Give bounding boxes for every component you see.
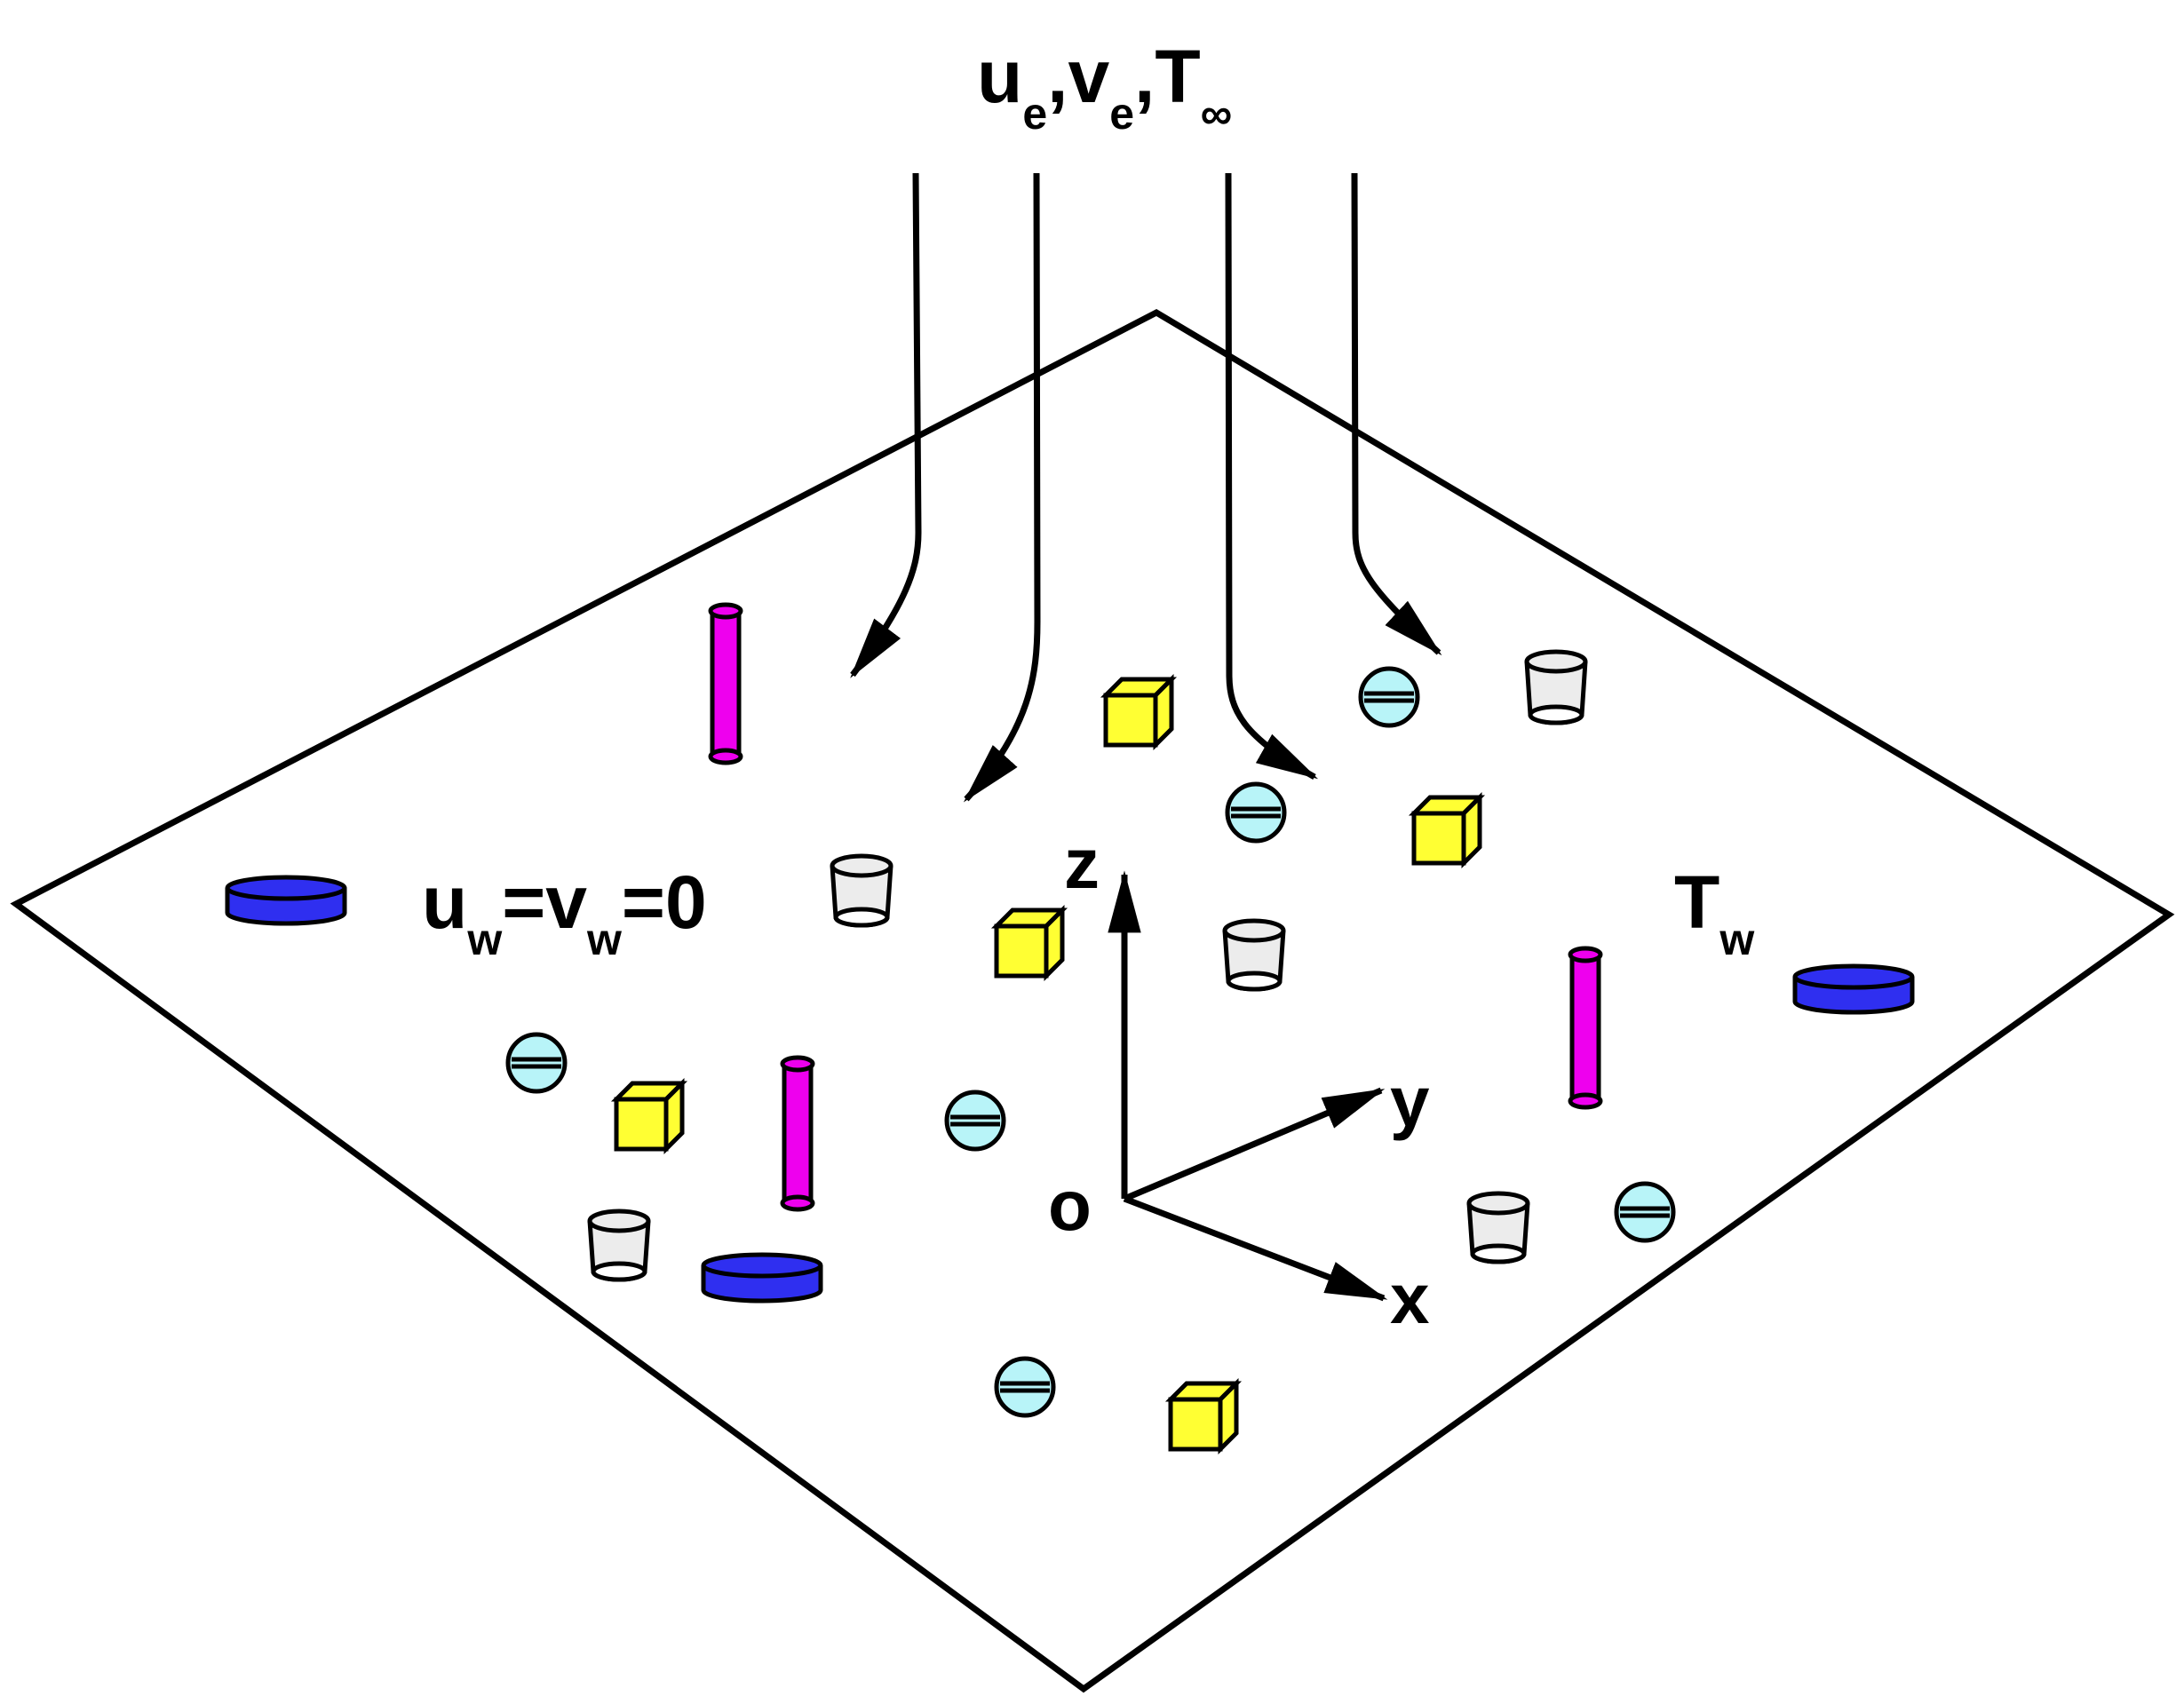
magenta-rod (708, 602, 743, 765)
blue-disk (225, 875, 347, 926)
y-axis-label: y (1390, 1062, 1430, 1141)
origin-label: o (1048, 1166, 1092, 1245)
flat-plate (10, 308, 2175, 1693)
wall-velocity-label: uw=vw=0 (422, 860, 707, 964)
cyan-sphere (1614, 1181, 1676, 1243)
blue-disk (1792, 963, 1915, 1015)
gray-cup (1524, 649, 1588, 725)
cyan-sphere (1358, 666, 1420, 728)
z-axis-label: z (1064, 824, 1100, 903)
magenta-rod (780, 1055, 815, 1212)
gray-cup (587, 1209, 651, 1282)
yellow-cube (1164, 1377, 1243, 1455)
gray-cup (830, 853, 893, 928)
coordinate-axes (1108, 870, 1388, 1302)
streamline-4 (1351, 172, 1442, 656)
cyan-sphere (994, 1356, 1056, 1418)
x-axis (1123, 1195, 1388, 1302)
wall-temperature-label: Tw (1674, 860, 1754, 964)
cyan-sphere (505, 1032, 568, 1094)
gray-cup (1222, 918, 1286, 992)
particles (225, 602, 1915, 1455)
cyan-sphere (944, 1090, 1006, 1152)
streamline-1 (850, 172, 922, 678)
gray-cup (1466, 1191, 1530, 1264)
y-axis (1123, 1087, 1386, 1202)
freestream-label: ue,ve,T∞ (977, 35, 1232, 139)
streamline-2 (963, 172, 1041, 803)
yellow-cube (990, 904, 1068, 982)
yellow-cube (1100, 673, 1178, 751)
blue-disk (701, 1252, 823, 1304)
magenta-rod (1568, 946, 1603, 1110)
cyan-sphere (1225, 781, 1287, 844)
streamline-3 (1225, 172, 1319, 781)
x-axis-label: x (1390, 1259, 1430, 1338)
yellow-cube (1408, 791, 1486, 869)
yellow-cube (610, 1077, 688, 1155)
freestream-arrows (850, 172, 1442, 803)
